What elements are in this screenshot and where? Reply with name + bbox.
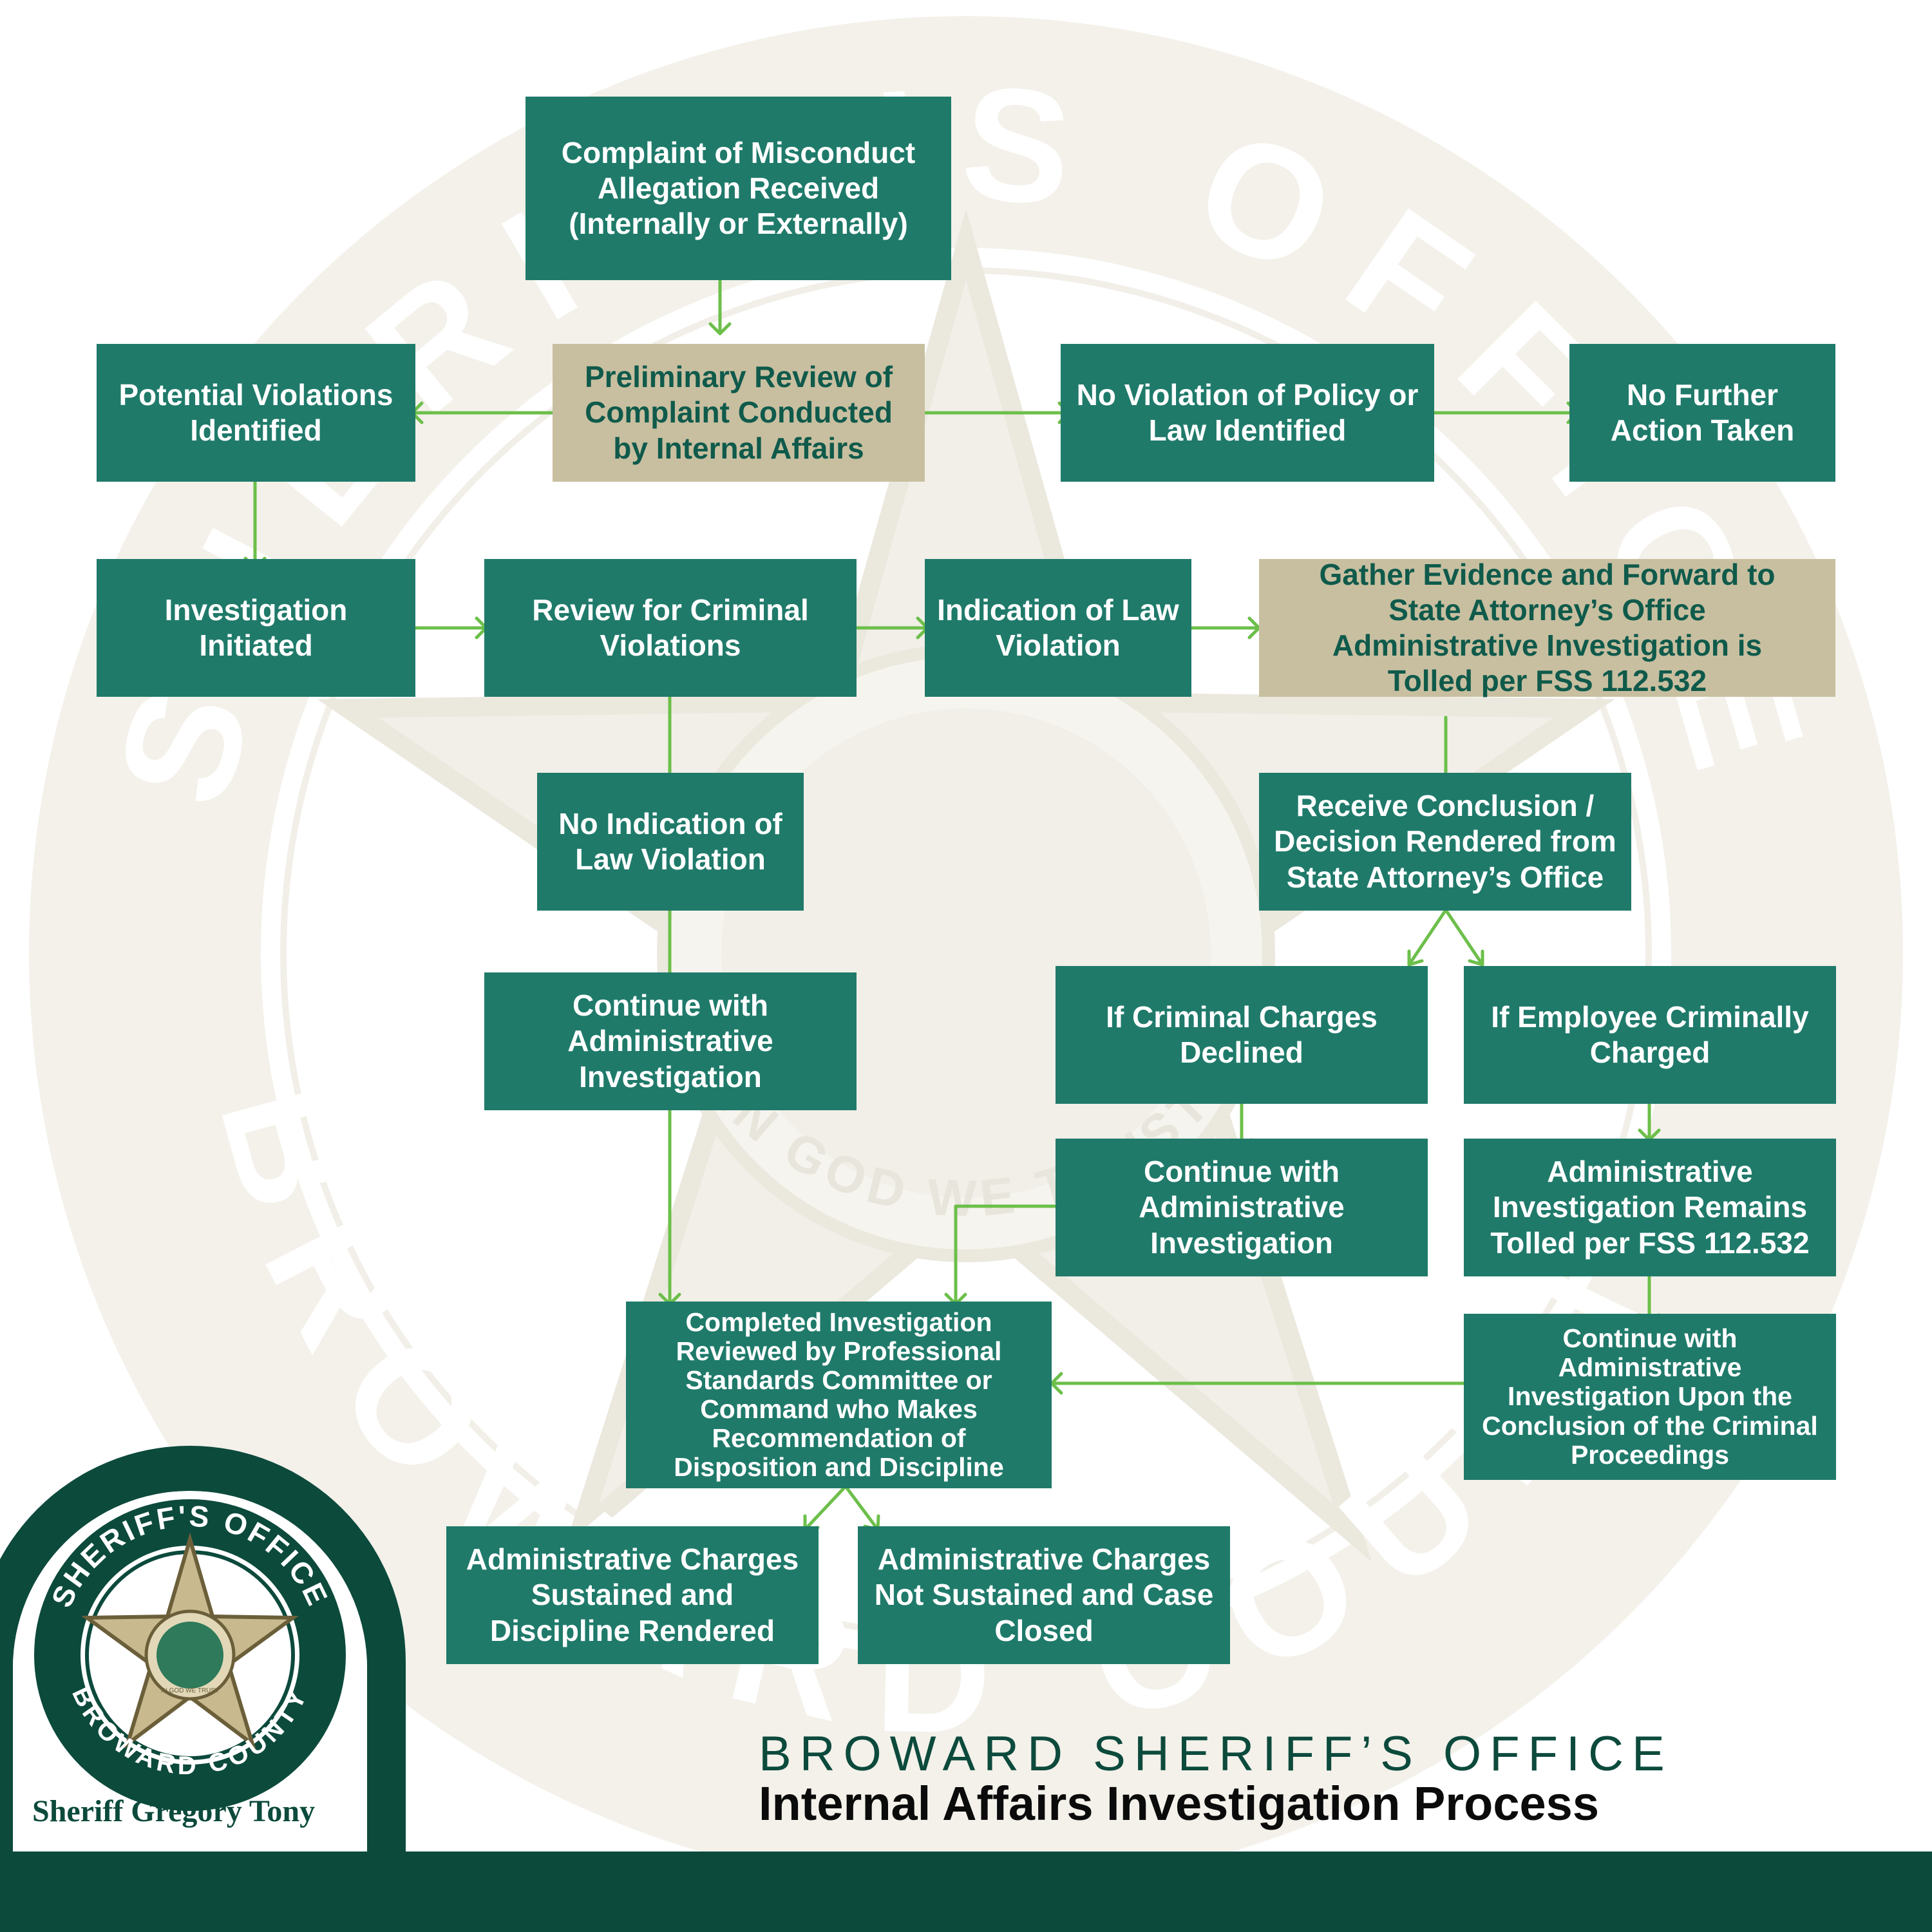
node-receive-conclusion: Receive Conclusion / Decision Rendered f… <box>1259 773 1631 911</box>
node-investigation-initiated: Investigation Initiated <box>97 559 415 697</box>
node-no-violation: No Violation of Policy or Law Identified <box>1061 344 1434 482</box>
org-name: BROWARD SHERIFF’S OFFICE <box>759 1727 1673 1781</box>
arrow-continue-mid-to-completed <box>954 1204 1081 1306</box>
node-indication-law-violation: Indication of Law Violation <box>925 559 1191 697</box>
node-complaint-received: Complaint of Misconduct Allegation Recei… <box>526 97 951 280</box>
node-admin-remains-tolled: Administrative Investigation Remains Tol… <box>1464 1139 1836 1276</box>
node-continue-upon-conclusion: Continue with Administrative Investigati… <box>1464 1314 1836 1480</box>
node-preliminary-review: Preliminary Review of Complaint Conducte… <box>553 344 925 482</box>
sheriff-badge-logo: SHERIFF'S OFFICE BROWARD COUNTY IN GOD W… <box>0 1446 406 1855</box>
sheriff-name: Sheriff Gregory Tony <box>32 1794 316 1828</box>
node-no-indication: No Indication of Law Violation <box>537 773 804 911</box>
node-completed-review: Completed Investigation Reviewed by Prof… <box>626 1302 1052 1488</box>
page-title: Internal Affairs Investigation Process <box>759 1777 1599 1830</box>
arrow-receive-to-declined <box>1407 908 1448 967</box>
node-review-criminal: Review for Criminal Violations <box>484 559 857 697</box>
node-gather-evidence: Gather Evidence and Forward to State Att… <box>1259 558 1835 697</box>
node-employee-charged: If Employee Criminally Charged <box>1464 966 1836 1104</box>
footer-bar <box>0 1852 1932 1932</box>
node-charges-sustained: Administrative Charges Sustained and Dis… <box>446 1526 819 1664</box>
arrow-receive-to-charged <box>1444 908 1484 967</box>
badge-motto-text: IN GOD WE TRUST <box>161 1687 219 1694</box>
arrow-completed-to-sustained <box>803 1484 848 1531</box>
arrow-completed-to-not-sustained <box>844 1484 880 1531</box>
node-no-further-action: No Further Action Taken <box>1569 344 1835 482</box>
node-charges-declined: If Criminal Charges Declined <box>1056 966 1428 1104</box>
node-charges-not-sustained: Administrative Charges Not Sustained and… <box>858 1526 1230 1664</box>
node-potential-violations: Potential Violations Identified <box>97 344 415 482</box>
node-continue-admin-mid: Continue with Administrative Investigati… <box>1056 1139 1428 1276</box>
node-continue-admin-left: Continue with Administrative Investigati… <box>484 972 857 1110</box>
